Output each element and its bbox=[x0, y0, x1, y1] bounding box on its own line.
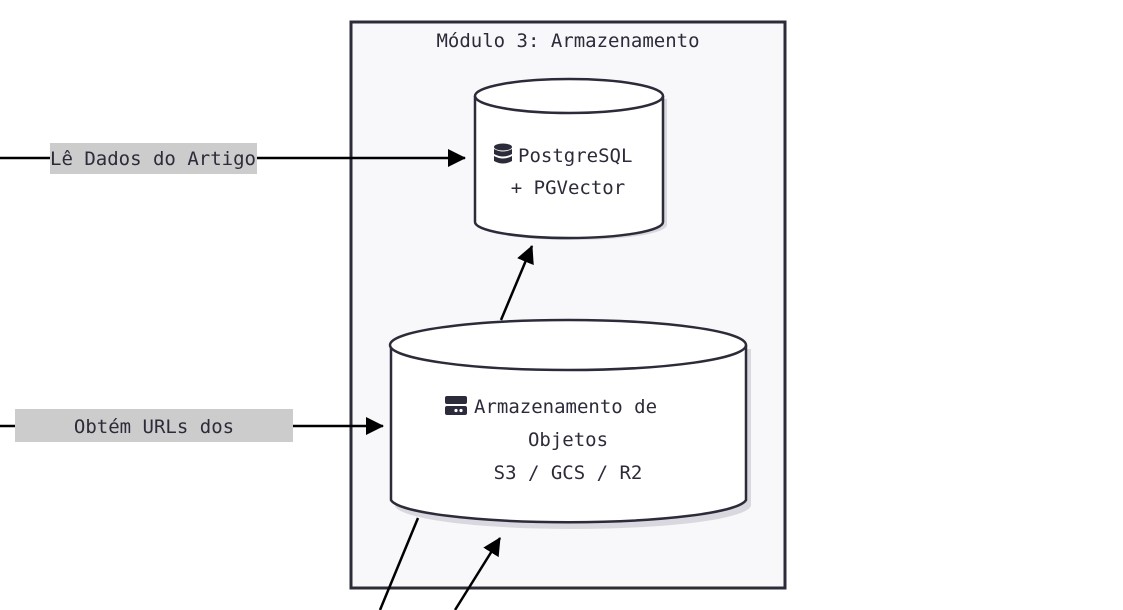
edge-incoming-bottom[interactable] bbox=[453, 537, 502, 610]
module-title: Módulo 3: Armazenamento bbox=[436, 30, 699, 52]
cylinder-top bbox=[388, 318, 748, 372]
postgres-label-line1: PostgreSQL bbox=[518, 145, 632, 167]
storage-label-line3: S3 / GCS / R2 bbox=[494, 462, 643, 484]
node-object-storage[interactable]: Armazenamento de Objetos S3 / GCS / R2 bbox=[388, 318, 751, 529]
cylinder-body bbox=[389, 345, 748, 524]
storage-label-line1: Armazenamento de bbox=[474, 396, 657, 418]
edge-label-bg bbox=[15, 409, 293, 442]
edge-label-text: Lê Dados do Artigo bbox=[50, 148, 256, 170]
edge-label-text: Obtém URLs dos bbox=[74, 416, 234, 438]
cylinder-body bbox=[473, 96, 665, 240]
edge-label-reads-article: Lê Dados do Artigo bbox=[50, 143, 257, 174]
postgres-label-line2: + PGVector bbox=[511, 177, 625, 199]
storage-label-line2: Objetos bbox=[528, 429, 608, 451]
cylinder-top bbox=[473, 77, 665, 115]
edge-label-gets-urls: Obtém URLs dos bbox=[15, 409, 293, 442]
database-icon bbox=[494, 143, 512, 164]
edge-storage-outgoing-bottom[interactable] bbox=[378, 517, 420, 610]
node-postgres[interactable]: PostgreSQL + PGVector bbox=[473, 77, 667, 240]
edge-label-bg bbox=[50, 143, 257, 174]
edge-storage-to-postgres[interactable] bbox=[499, 245, 534, 321]
server-storage-icon bbox=[445, 396, 467, 415]
